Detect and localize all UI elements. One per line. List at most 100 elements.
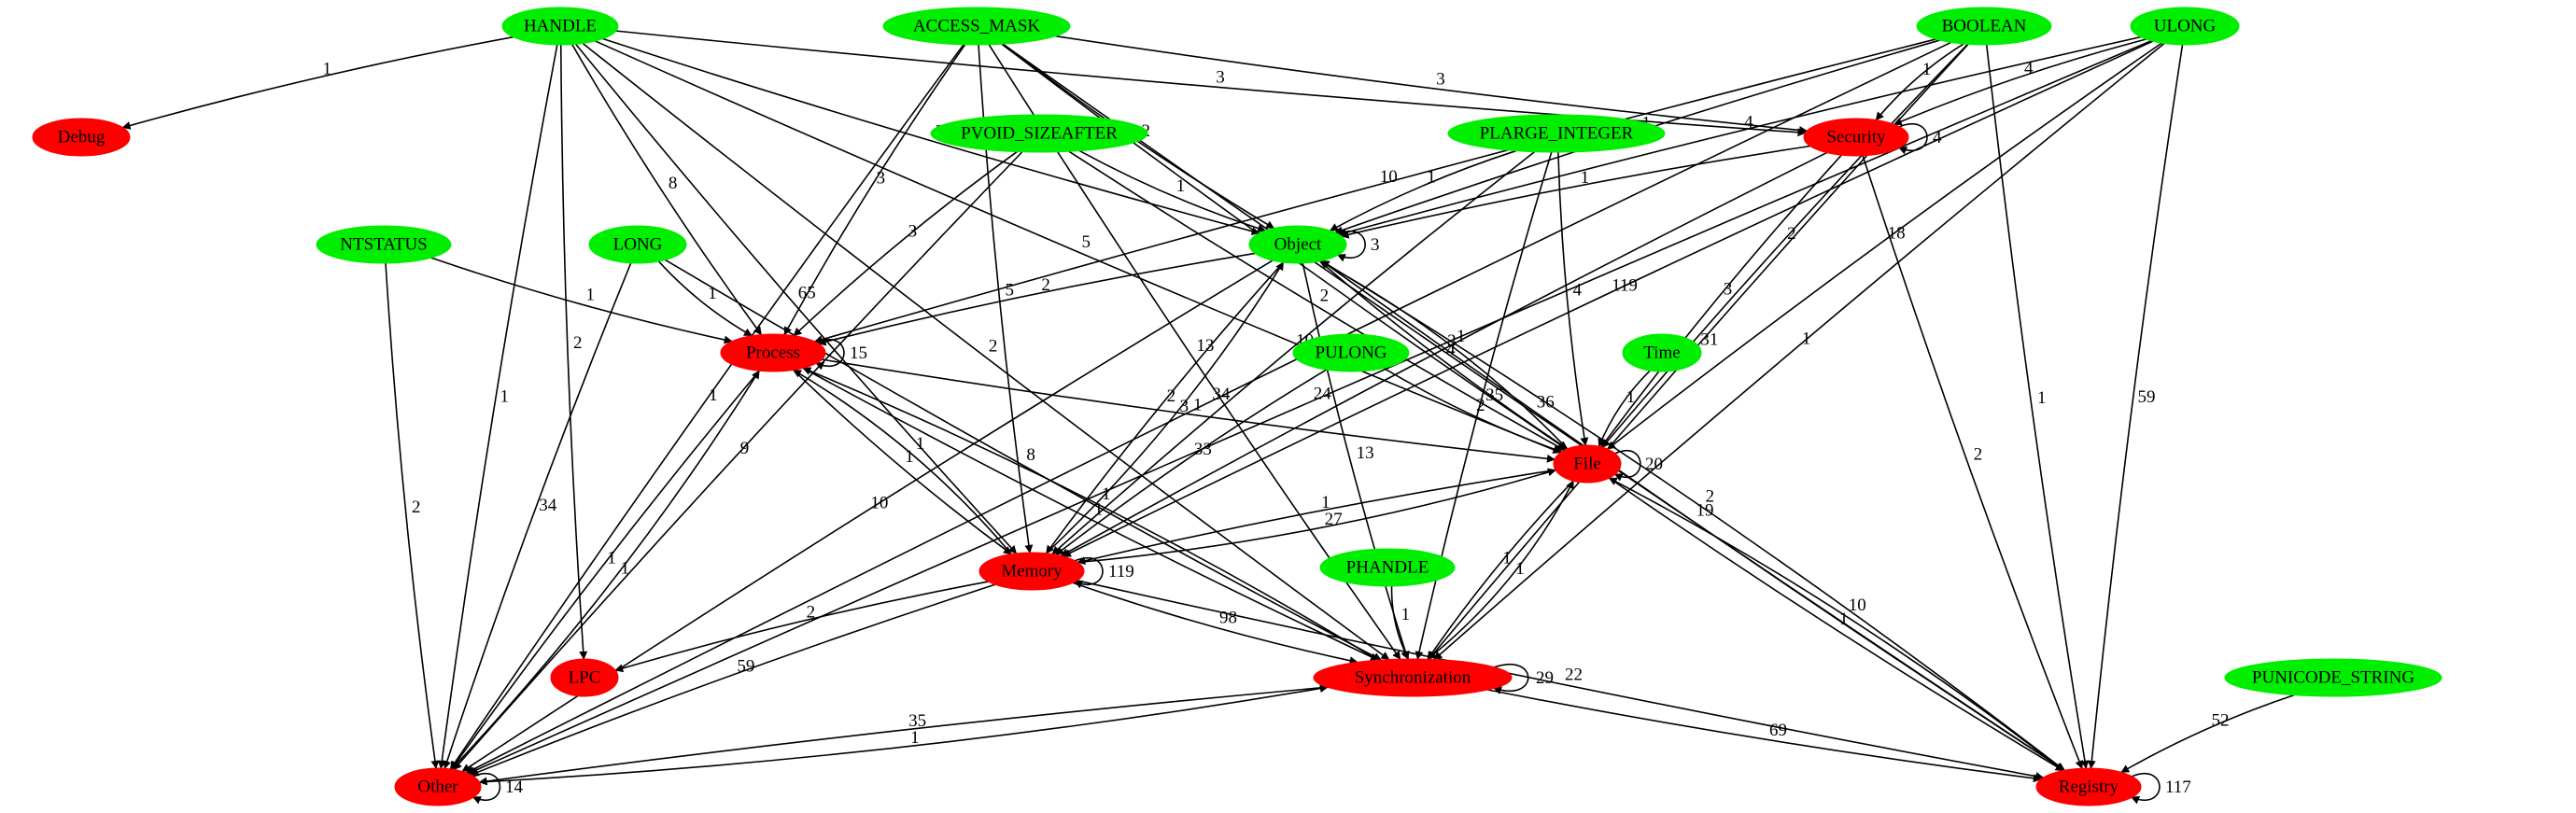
edge-label: 29 [1536, 668, 1554, 688]
edge-label: 3 [1724, 279, 1733, 299]
node-shape [1447, 114, 1666, 153]
edge-label: 33 [1194, 440, 1212, 459]
edge-memory-to-synchronization [1072, 582, 1358, 666]
edge-ulong-to-file [1607, 42, 2162, 450]
edge-label: 2 [1320, 287, 1330, 306]
edge-label: 36 [1537, 392, 1555, 412]
node-label: Process [746, 343, 800, 363]
edge-other-to-synchronization [479, 684, 1329, 783]
edge-label: 2 [1787, 224, 1796, 244]
node-shape [2224, 658, 2442, 697]
node-label: ACCESS_MASK [913, 17, 1040, 36]
node-ulong: ULONG [2130, 7, 2240, 46]
edge-memory-to-other [470, 583, 995, 777]
edge-file-self-loop [1613, 450, 1641, 482]
edge-label: 1 [1626, 387, 1636, 407]
node-pulong: PULONG [1292, 333, 1410, 372]
edge-label: 13 [1357, 443, 1374, 463]
edge-process-to-other [450, 370, 760, 770]
edge-label: 98 [1219, 609, 1237, 628]
edge-object-to-synchronization [1302, 262, 1410, 660]
edge-memory-to-object [1046, 261, 1285, 554]
edge-handle-to-lpc [559, 44, 588, 660]
edge-label: 4 [1446, 340, 1456, 359]
node-shape [316, 225, 452, 264]
edge-boolean-to-security [1875, 43, 1964, 121]
edge-label: 3 [908, 221, 918, 241]
node-file: File [1553, 444, 1622, 484]
edge-handle-to-process [571, 44, 762, 336]
edge-pvoid_sizeafter-to-object [1078, 149, 1267, 232]
node-shape [2035, 767, 2142, 806]
edge-ulong-to-registry [2087, 44, 2184, 769]
edge-label: 34 [539, 496, 557, 515]
edge-synchronization-to-registry [1487, 689, 2042, 783]
edge-plarge_integer-to-file [1557, 151, 1589, 446]
edge-process-to-file [822, 358, 1555, 463]
node-label: LPC [569, 668, 601, 688]
edge-label: 1 [500, 387, 510, 407]
edge-label: 24 [1314, 385, 1332, 404]
edge-file-to-synchronization [1427, 480, 1574, 660]
edge-label: 5 [1006, 281, 1015, 301]
edge-label: 4 [1933, 128, 1942, 147]
edge-label: 2 [1041, 275, 1050, 295]
node-shape [501, 7, 619, 46]
edge-label: 65 [798, 283, 816, 302]
edge-label: 3 [1436, 69, 1445, 89]
edge-label: 1 [905, 447, 914, 467]
edge-registry-self-loop [2131, 773, 2161, 805]
edge-label: 1 [1922, 60, 1932, 79]
edge-label: 20 [1645, 455, 1663, 474]
edge-process-to-synchronization [802, 367, 1379, 661]
node-label: PLARGE_INTEGER [1480, 124, 1634, 144]
node-security: Security [1803, 118, 1909, 157]
node-label: Memory [1001, 562, 1063, 582]
edge-plarge_integer-to-synchronization [1415, 151, 1553, 660]
edge-label: 119 [1612, 276, 1638, 296]
edge-label: 1 [1802, 329, 1811, 349]
node-shape [2130, 7, 2240, 46]
node-label: Synchronization [1355, 668, 1471, 688]
edge-label: 1 [621, 559, 630, 579]
edge-access_mask-to-process [783, 44, 966, 336]
node-handle: HANDLE [501, 7, 619, 46]
node-shape [1292, 333, 1410, 372]
edge-label: 2 [412, 498, 421, 517]
edge-security-to-registry [1862, 155, 2084, 769]
edge-ulong-to-memory [1062, 40, 2154, 557]
edge-file-to-memory [1077, 469, 1556, 566]
node-shape [1319, 548, 1456, 587]
node-plarge-integer: PLARGE_INTEGER [1447, 114, 1666, 153]
edge-synchronization-self-loop [1493, 664, 1529, 694]
edge-plarge_integer-to-memory [1051, 150, 1536, 555]
node-process: Process [720, 333, 826, 372]
node-label: PVOID_SIZEAFTER [961, 124, 1118, 144]
edge-access_mask-to-memory [978, 44, 1034, 554]
edge-label: 1 [709, 385, 718, 405]
node-shape [882, 7, 1071, 46]
edge-label: 34 [1212, 385, 1231, 404]
edge-ntstatus-to-other [385, 262, 440, 769]
edge-label: 2 [1706, 487, 1715, 507]
node-label: Security [1826, 128, 1886, 147]
node-label: HANDLE [524, 17, 597, 36]
edge-long-to-other [443, 262, 632, 770]
edge-label: 3 [877, 169, 886, 189]
edge-label: 1 [1321, 493, 1330, 512]
node-shape [1916, 7, 2052, 46]
edge-label: 22 [1565, 665, 1583, 684]
edge-label: 3 [1371, 235, 1380, 255]
edge-pulong-to-memory [1055, 369, 1327, 555]
node-phandle: PHANDLE [1319, 548, 1456, 587]
edge-handle-to-file [595, 40, 1562, 454]
edge-ulong-to-synchronization [1433, 42, 2165, 661]
edge-ulong-to-object [1337, 35, 2141, 237]
edge-label: 59 [737, 657, 754, 677]
edge-label: 10 [870, 494, 888, 513]
node-punicode-string: PUNICODE_STRING [2224, 658, 2442, 697]
edge-label: 18 [1888, 224, 1906, 244]
edge-object-to-registry [1320, 259, 2065, 771]
edge-handle-to-object [602, 37, 1260, 236]
edge-object-to-file [1319, 260, 1569, 450]
